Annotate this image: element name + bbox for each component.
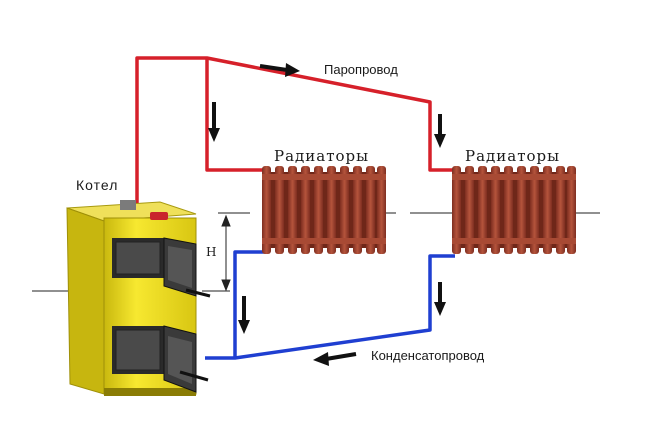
radiators-left-label: Радиаторы	[274, 147, 369, 165]
radiator-right	[452, 166, 576, 254]
height-label: H	[206, 245, 216, 259]
steam-pipe-branch	[205, 58, 265, 172]
condensate-pipe	[205, 250, 455, 360]
radiator-icon	[452, 166, 576, 254]
flow-arrow-icon	[208, 102, 220, 142]
condensate-pipe-label: Конденсатопровод	[371, 348, 485, 363]
flow-arrows	[208, 63, 446, 366]
flow-arrow-icon	[313, 352, 357, 366]
flow-arrow-icon	[259, 63, 300, 77]
boiler-label: Котел	[76, 177, 118, 193]
height-dimension	[221, 214, 231, 292]
steam-pipe-main	[135, 56, 455, 205]
steam-pipe	[135, 56, 455, 205]
steam-pipe-label: Паропровод	[324, 62, 398, 77]
flow-arrow-icon	[434, 282, 446, 316]
condensate-pipe-branch	[233, 250, 265, 358]
condensate-pipe-main	[205, 254, 455, 360]
flow-arrow-icon	[434, 114, 446, 148]
radiators-right-label: Радиаторы	[465, 147, 560, 165]
radiator-left	[262, 166, 386, 254]
boiler-icon	[66, 200, 211, 396]
flow-arrow-icon	[238, 296, 250, 334]
boiler	[66, 200, 211, 396]
radiator-icon	[262, 166, 386, 254]
